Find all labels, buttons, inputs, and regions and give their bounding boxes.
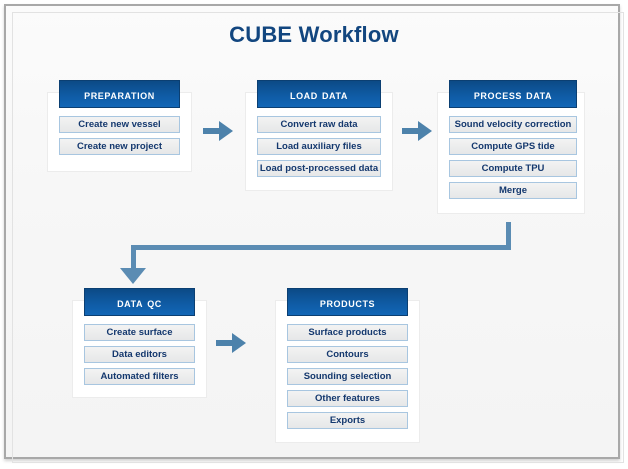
- item-sound-velocity-correction[interactable]: Sound velocity correction: [449, 116, 577, 133]
- group-header-label-products: Products: [319, 296, 376, 310]
- item-create-surface[interactable]: Create surface: [84, 324, 195, 341]
- group-items-products: Surface products Contours Sounding selec…: [287, 324, 408, 429]
- item-load-auxiliary-files[interactable]: Load auxiliary files: [257, 138, 381, 155]
- arrow-head: [232, 333, 246, 353]
- group-header-products[interactable]: Products: [287, 288, 408, 316]
- arrow-preparation-to-load-data: [203, 121, 233, 141]
- item-compute-tpu[interactable]: Compute TPU: [449, 160, 577, 177]
- arrow-head: [418, 121, 432, 141]
- arrow-shaft: [216, 340, 235, 346]
- group-process-data: Process Data Sound velocity correction C…: [437, 80, 585, 214]
- item-exports[interactable]: Exports: [287, 412, 408, 429]
- item-create-new-project[interactable]: Create new project: [59, 138, 180, 155]
- item-automated-filters[interactable]: Automated filters: [84, 368, 195, 385]
- group-header-label-process-data: Process Data: [473, 88, 553, 102]
- item-data-editors[interactable]: Data editors: [84, 346, 195, 363]
- arrow-data-qc-to-products: [216, 333, 246, 353]
- group-load-data: Load Data Convert raw data Load auxiliar…: [245, 80, 393, 191]
- group-items-load-data: Convert raw data Load auxiliary files Lo…: [257, 116, 381, 177]
- page-title: CUBE Workflow: [229, 22, 399, 47]
- group-header-data-qc[interactable]: Data QC: [84, 288, 195, 316]
- item-convert-raw-data[interactable]: Convert raw data: [257, 116, 381, 133]
- group-header-process-data[interactable]: Process Data: [449, 80, 577, 108]
- item-create-new-vessel[interactable]: Create new vessel: [59, 116, 180, 133]
- arrow-load-data-to-process-data: [402, 121, 432, 141]
- connector-arrow-head: [120, 268, 146, 284]
- group-items-data-qc: Create surface Data editors Automated fi…: [84, 324, 195, 385]
- item-merge[interactable]: Merge: [449, 182, 577, 199]
- connector-vertical-left: [131, 245, 136, 271]
- arrow-shaft: [402, 128, 421, 134]
- item-compute-gps-tide[interactable]: Compute GPS tide: [449, 138, 577, 155]
- item-other-features[interactable]: Other features: [287, 390, 408, 407]
- group-data-qc: Data QC Create surface Data editors Auto…: [72, 288, 207, 398]
- arrow-shaft: [203, 128, 222, 134]
- group-header-preparation[interactable]: Preparation: [59, 80, 180, 108]
- arrow-head: [219, 121, 233, 141]
- item-sounding-selection[interactable]: Sounding selection: [287, 368, 408, 385]
- connector-vertical-right: [506, 222, 511, 250]
- group-header-label-preparation: Preparation: [84, 88, 155, 102]
- group-items-process-data: Sound velocity correction Compute GPS ti…: [449, 116, 577, 199]
- item-load-post-processed-data[interactable]: Load post-processed data: [257, 160, 381, 177]
- item-surface-products[interactable]: Surface products: [287, 324, 408, 341]
- group-header-label-load-data: Load Data: [289, 88, 349, 102]
- group-header-load-data[interactable]: Load Data: [257, 80, 381, 108]
- group-header-label-data-qc: Data QC: [117, 296, 162, 310]
- group-items-preparation: Create new vessel Create new project: [59, 116, 180, 155]
- connector-horizontal: [131, 245, 511, 250]
- group-products: Products Surface products Contours Sound…: [275, 288, 420, 443]
- item-contours[interactable]: Contours: [287, 346, 408, 363]
- group-preparation: Preparation Create new vessel Create new…: [47, 80, 192, 172]
